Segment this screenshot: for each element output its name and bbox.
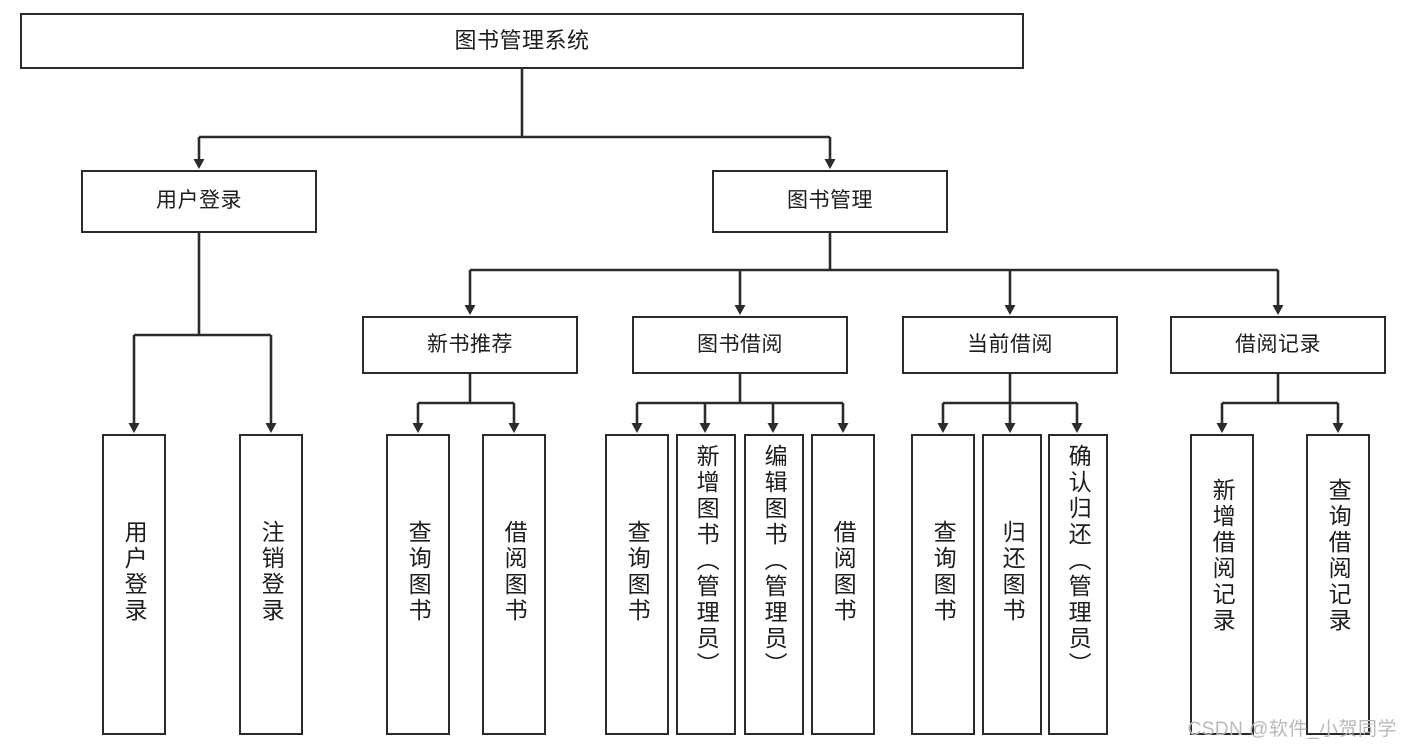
- leaf-query-borrow-record[interactable]: 查询借阅记录: [1306, 434, 1370, 735]
- node-label: 查询图书: [624, 520, 651, 624]
- node-label: 用户登录: [156, 189, 242, 213]
- leaf-borrow-book-1[interactable]: 借阅图书: [482, 434, 546, 735]
- leaf-query-book-1[interactable]: 查询图书: [386, 434, 450, 735]
- node-label: 用户登录: [121, 520, 148, 624]
- leaf-user-login[interactable]: 用户登录: [102, 434, 166, 735]
- node-label: 编辑图书（管理员）: [761, 444, 788, 678]
- node-label: 借阅图书: [830, 520, 857, 624]
- leaf-borrow-book-2[interactable]: 借阅图书: [811, 434, 875, 735]
- node-book-management[interactable]: 图书管理: [712, 170, 948, 233]
- node-label: 查询图书: [930, 520, 957, 624]
- leaf-query-book-3[interactable]: 查询图书: [911, 434, 975, 735]
- leaf-confirm-return-admin[interactable]: 确认归还（管理员）: [1048, 434, 1108, 735]
- node-label: 当前借阅: [967, 332, 1053, 356]
- node-label: 借阅记录: [1235, 332, 1321, 356]
- node-label: 查询借阅记录: [1325, 478, 1352, 634]
- node-label: 图书借阅: [697, 332, 783, 356]
- node-label: 新增图书（管理员）: [693, 444, 720, 678]
- leaf-add-borrow-record[interactable]: 新增借阅记录: [1190, 434, 1254, 735]
- node-new-book-recommend[interactable]: 新书推荐: [362, 316, 578, 374]
- node-label: 借阅图书: [501, 520, 528, 624]
- node-root-system[interactable]: 图书管理系统: [20, 13, 1024, 69]
- node-label: 图书管理: [787, 189, 873, 213]
- node-label: 查询图书: [405, 520, 432, 624]
- leaf-return-book[interactable]: 归还图书: [982, 434, 1042, 735]
- node-user-login[interactable]: 用户登录: [81, 170, 317, 233]
- leaf-query-book-2[interactable]: 查询图书: [605, 434, 669, 735]
- node-label: 归还图书: [999, 520, 1026, 624]
- node-label: 新书推荐: [427, 332, 513, 356]
- node-current-borrow[interactable]: 当前借阅: [902, 316, 1118, 374]
- node-label: 注销登录: [258, 520, 285, 624]
- node-book-borrow[interactable]: 图书借阅: [632, 316, 848, 374]
- node-label: 图书管理系统: [454, 28, 590, 54]
- leaf-edit-book-admin[interactable]: 编辑图书（管理员）: [744, 434, 804, 735]
- node-borrow-record[interactable]: 借阅记录: [1170, 316, 1386, 374]
- node-label: 确认归还（管理员）: [1065, 444, 1092, 678]
- leaf-add-book-admin[interactable]: 新增图书（管理员）: [676, 434, 736, 735]
- node-label: 新增借阅记录: [1209, 478, 1236, 634]
- leaf-logout[interactable]: 注销登录: [239, 434, 303, 735]
